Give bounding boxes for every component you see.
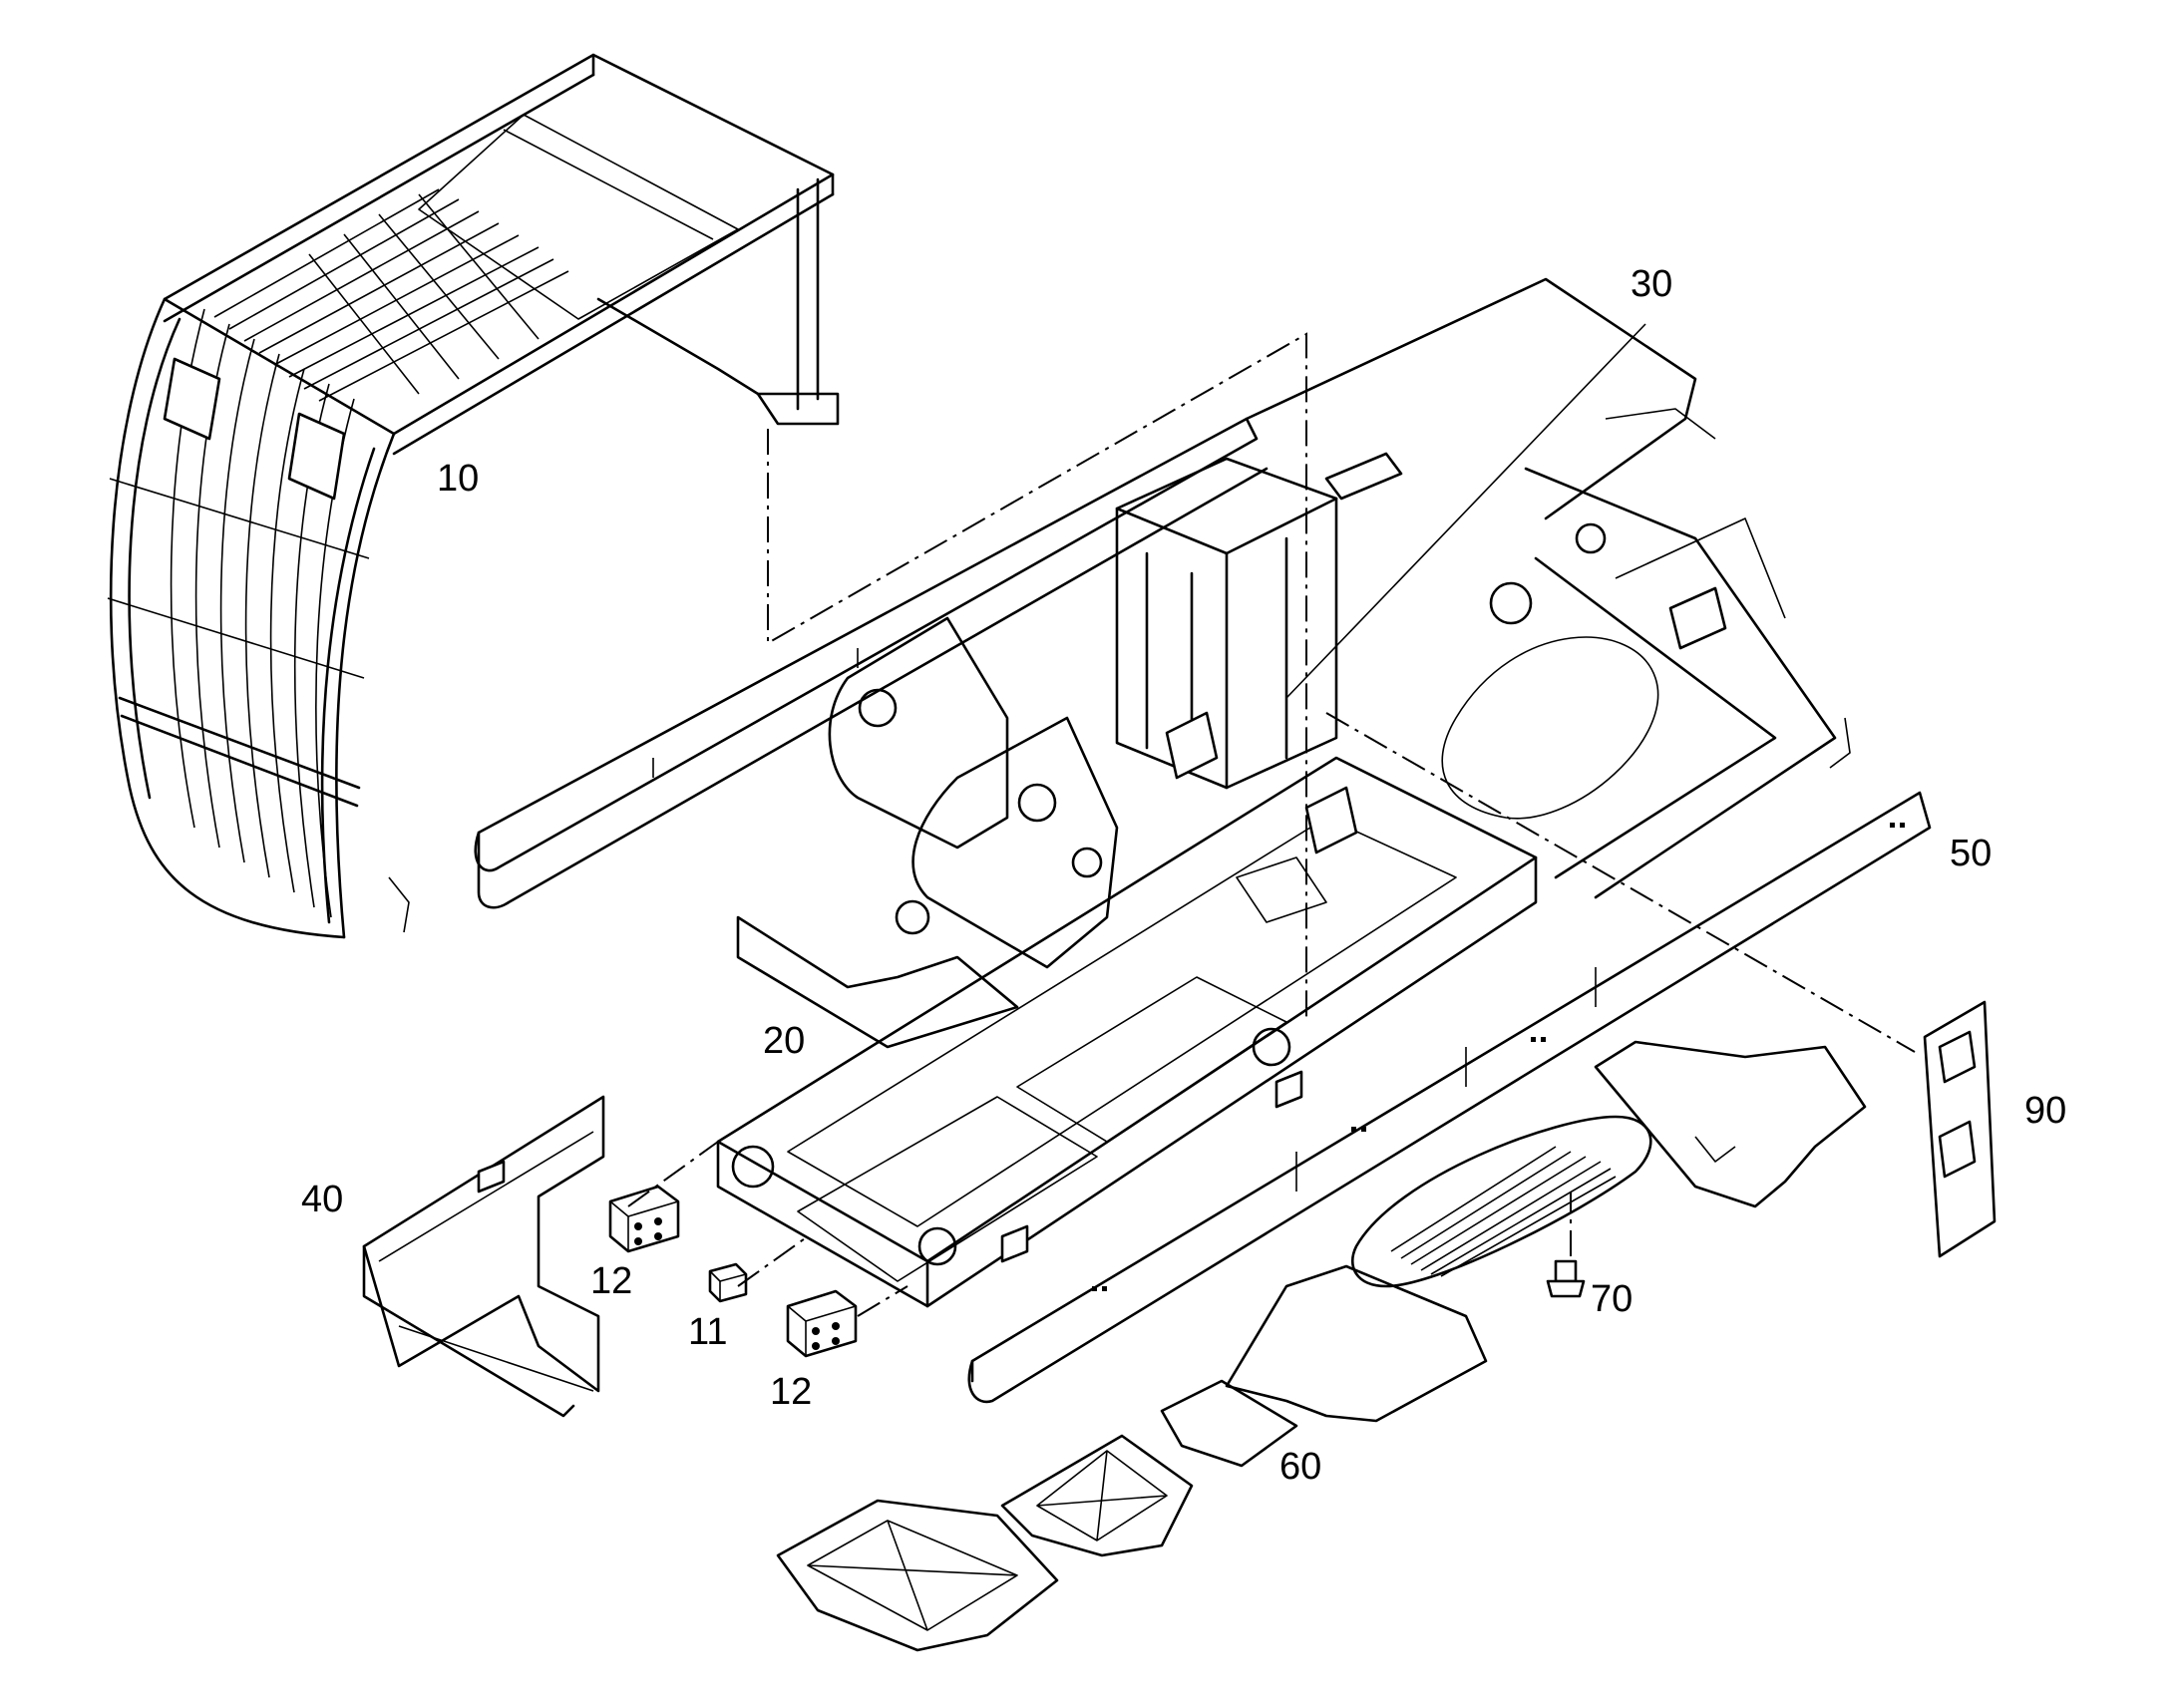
label-part-20: 20 [763, 1020, 805, 1062]
label-part-30: 30 [1631, 263, 1672, 305]
part-50-side-beam [967, 791, 1932, 1404]
part-12-lower-block [786, 1289, 858, 1358]
label-part-50: 50 [1950, 833, 1992, 874]
leader-line-30 [1285, 323, 1646, 699]
part-20-main-frame [474, 277, 1851, 1308]
assembly-lines [627, 332, 1916, 1317]
part-12-upper-block [608, 1185, 680, 1253]
part-10-front-guard [107, 53, 840, 939]
label-part-90: 90 [2024, 1090, 2066, 1132]
part-40-bracket [362, 1095, 605, 1418]
part-90-plate [1923, 1000, 1997, 1258]
label-part-12-lower: 12 [770, 1371, 812, 1413]
label-part-70: 70 [1591, 1278, 1633, 1320]
part-11-block [708, 1262, 748, 1303]
label-part-40: 40 [301, 1179, 343, 1220]
part-70-bolt [1546, 1259, 1586, 1298]
label-part-10: 10 [437, 458, 479, 500]
label-part-60: 60 [1279, 1446, 1321, 1488]
label-part-12-upper: 12 [590, 1260, 632, 1302]
label-part-11: 11 [688, 1311, 727, 1353]
part-60-covers [776, 1040, 1867, 1652]
